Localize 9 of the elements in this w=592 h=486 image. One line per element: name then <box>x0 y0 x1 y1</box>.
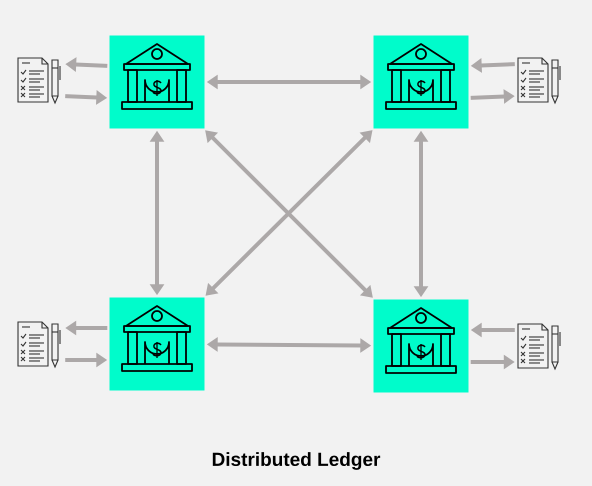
document-icon <box>17 321 61 368</box>
bank-box <box>110 36 204 128</box>
title: Distributed Ledger <box>212 452 380 470</box>
bank-box <box>374 36 468 128</box>
document-icon <box>517 57 561 104</box>
document-icon <box>517 323 561 370</box>
bank-box <box>110 298 204 390</box>
document-icon <box>17 57 61 104</box>
bank-box <box>374 300 468 392</box>
